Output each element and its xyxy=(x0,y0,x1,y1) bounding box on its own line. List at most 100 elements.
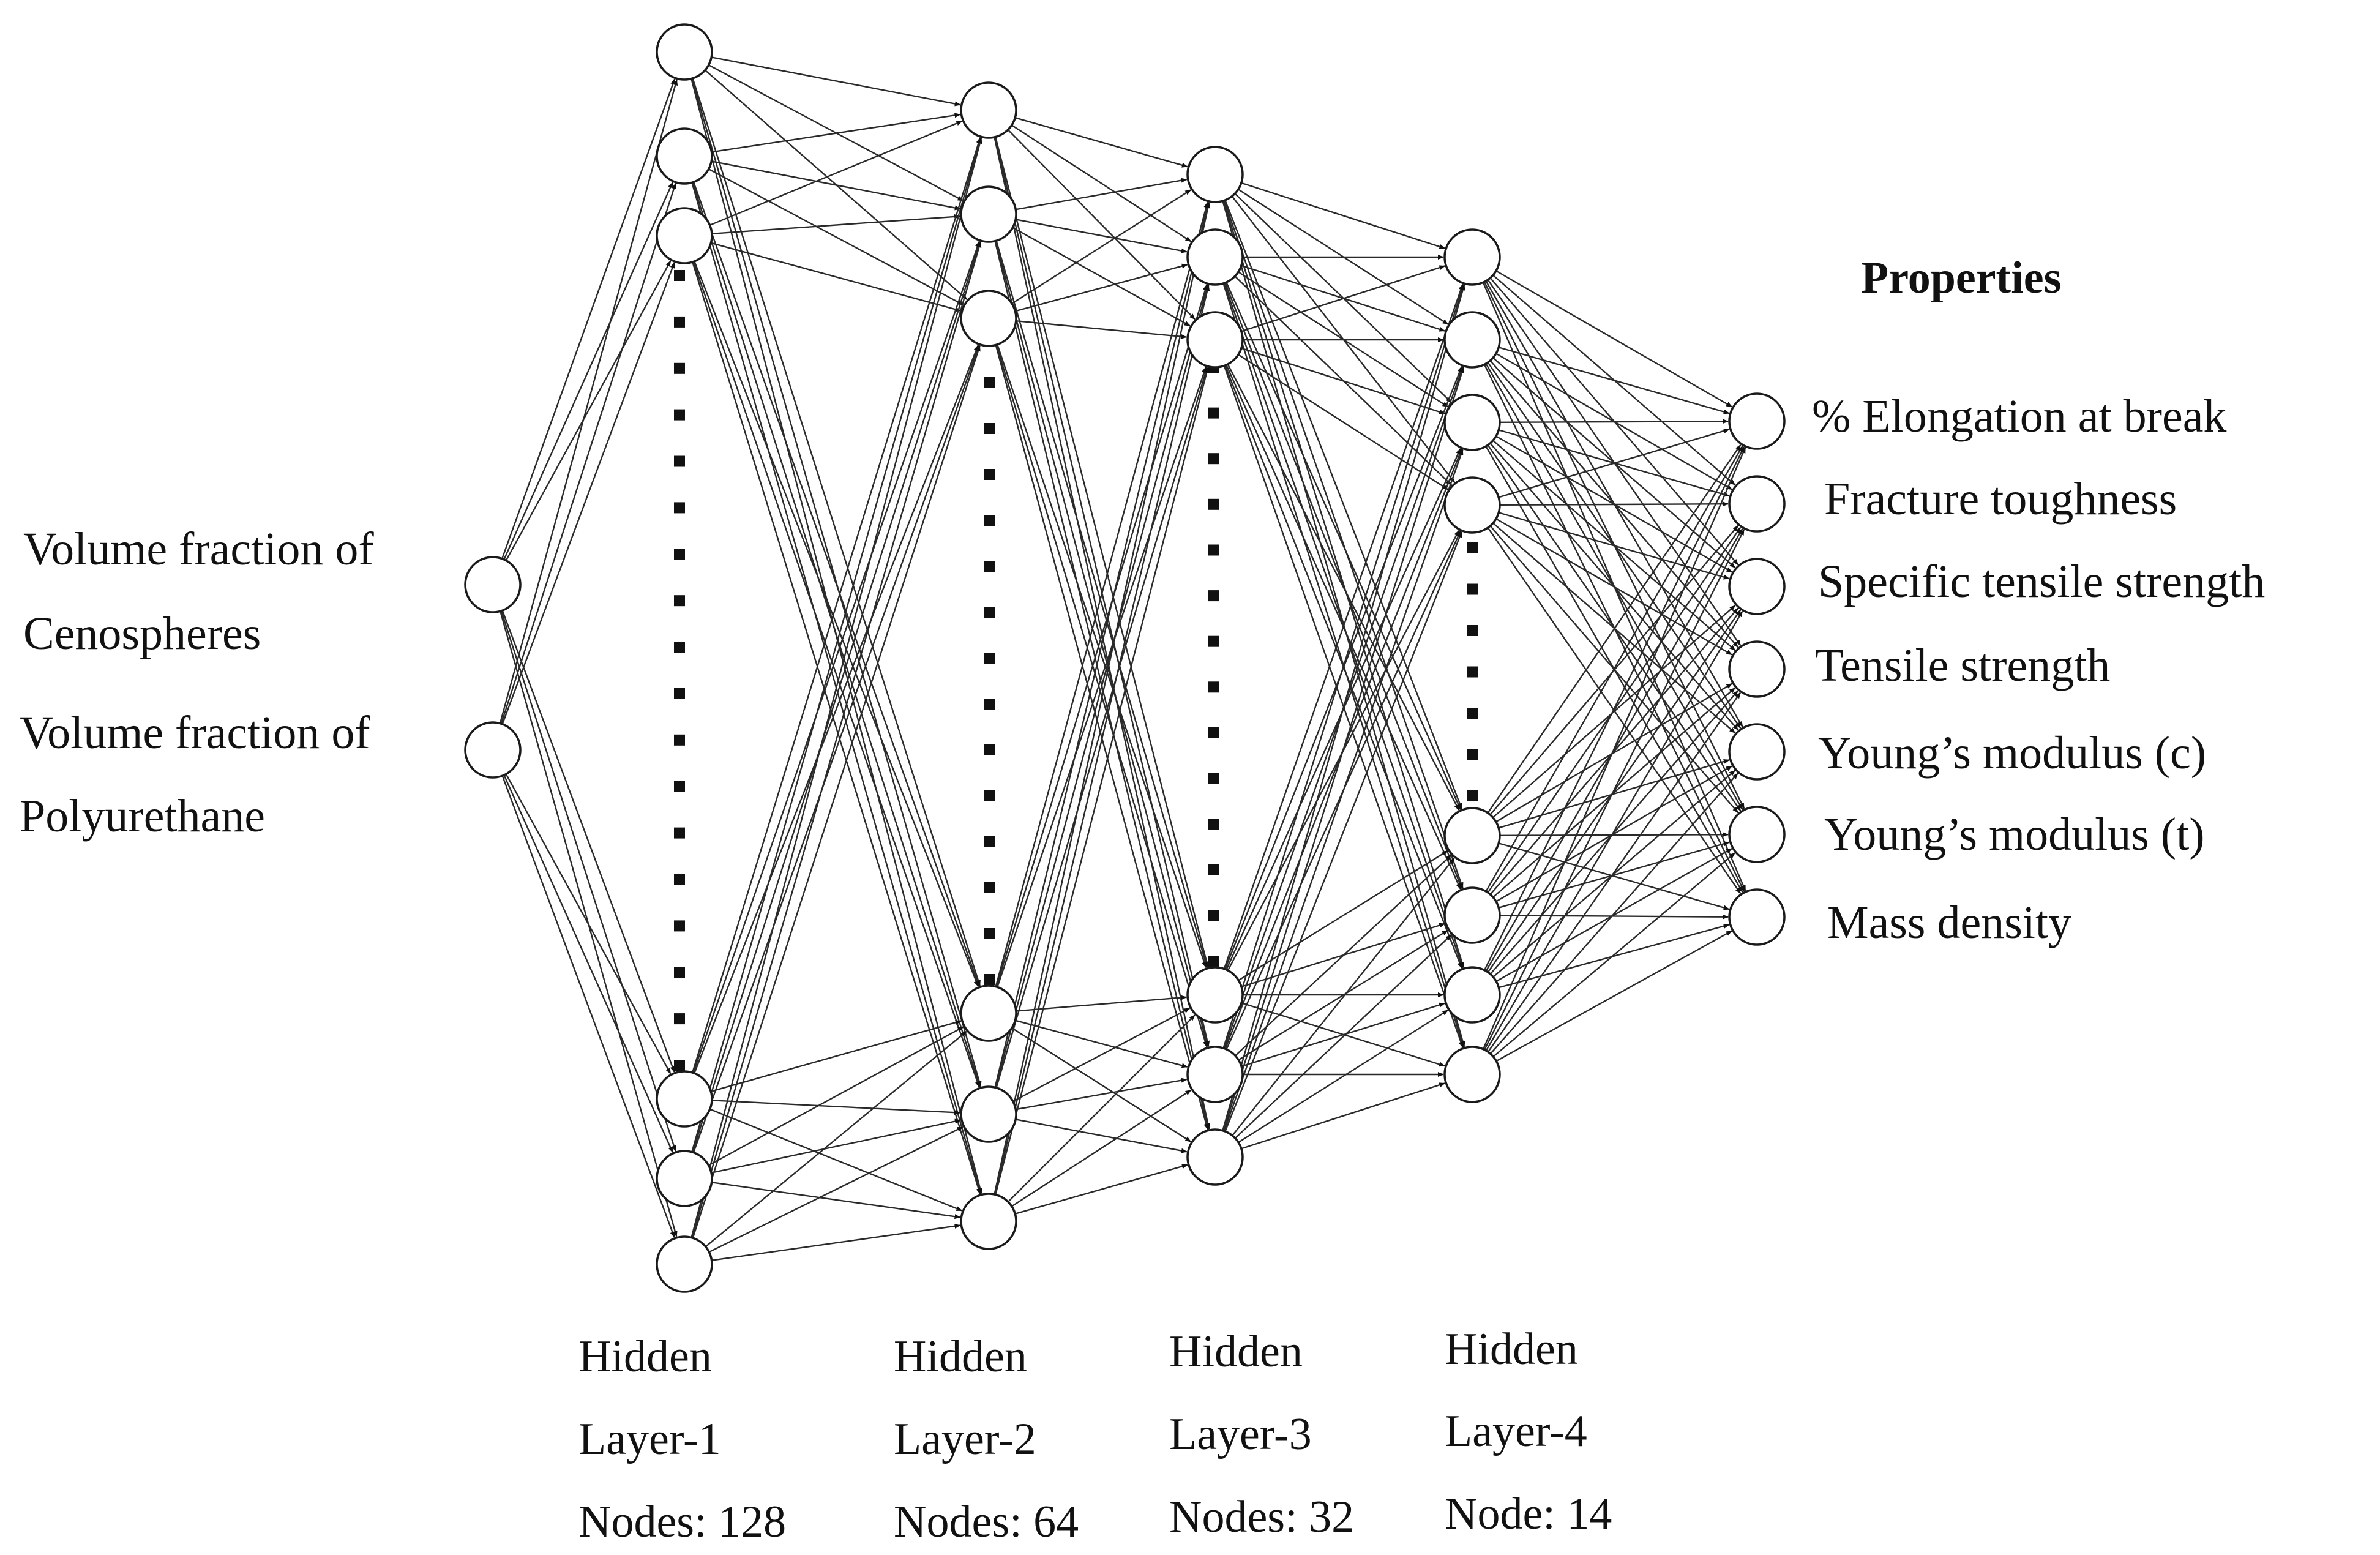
edge-hidden-1-2-to-hidden-2-3 xyxy=(708,168,964,305)
edge-hidden-2-6-to-hidden-3-5 xyxy=(1011,1089,1192,1207)
connection-lines xyxy=(499,56,1746,1261)
edge-hidden-3-3-to-hidden-4-5 xyxy=(1227,364,1460,811)
hidden-2-ellipsis-dot xyxy=(984,515,995,526)
edge-hidden-4-5-to-output-5 xyxy=(1498,759,1730,829)
hidden-4-ellipsis-dot xyxy=(1467,790,1478,801)
input-label-2-line2: Polyurethane xyxy=(20,790,265,842)
hidden-1-ellipsis-dot xyxy=(674,316,685,328)
layer-4-label-line1: Hidden xyxy=(1445,1324,1578,1374)
edge-input-2-to-hidden-1-3 xyxy=(501,262,675,725)
hidden-2-ellipsis-dot xyxy=(984,974,995,985)
edge-hidden-4-3-to-output-1 xyxy=(1499,419,1729,424)
hidden-3-ellipsis-dot xyxy=(1208,910,1219,921)
hidden-1-ellipsis-dot xyxy=(674,595,685,607)
layer-3-label-line1: Hidden xyxy=(1169,1327,1303,1377)
hidden-1-node-6 xyxy=(656,1235,713,1293)
edge-input-1-to-hidden-1-4 xyxy=(501,610,675,1073)
edge-hidden-2-5-to-hidden-3-1 xyxy=(994,201,1210,1088)
hidden-2-node-1 xyxy=(960,81,1017,139)
edge-hidden-2-6-to-hidden-3-2 xyxy=(994,284,1210,1195)
edge-hidden-4-7-to-output-6 xyxy=(1495,848,1732,982)
edge-hidden-3-2-to-hidden-4-5 xyxy=(1226,282,1461,811)
edge-hidden-2-5-to-hidden-3-4 xyxy=(1012,1007,1191,1103)
edge-hidden-4-6-to-output-6 xyxy=(1498,841,1730,909)
hidden-2-ellipsis-dot xyxy=(984,653,995,664)
output-node-3 xyxy=(1728,558,1786,615)
layer-2-label-line3: Nodes: 64 xyxy=(894,1497,1079,1547)
edge-hidden-2-6-to-hidden-3-6 xyxy=(1014,1164,1188,1215)
edge-hidden-1-4-to-hidden-2-2 xyxy=(692,241,980,1073)
layer-1-label-line2: Layer-1 xyxy=(578,1414,721,1464)
hidden-4-node-8 xyxy=(1443,1046,1501,1103)
edge-hidden-2-6-to-hidden-3-1 xyxy=(994,201,1211,1195)
edge-hidden-3-6-to-hidden-4-1 xyxy=(1222,284,1465,1131)
edge-hidden-3-4-to-hidden-4-1 xyxy=(1223,283,1464,969)
edge-hidden-1-3-to-hidden-2-3 xyxy=(711,242,962,312)
hidden-4-ellipsis-dot xyxy=(1467,542,1478,553)
input-node-1 xyxy=(464,556,522,613)
edge-hidden-1-1-to-hidden-2-1 xyxy=(711,56,961,107)
hidden-1-ellipsis-dot xyxy=(674,734,685,746)
hidden-1-node-2 xyxy=(656,127,713,185)
hidden-4-ellipsis-dot xyxy=(1467,708,1478,719)
output-label-elongation: % Elongation at break xyxy=(1812,391,2226,442)
edge-hidden-2-6-to-hidden-3-3 xyxy=(995,367,1209,1195)
edge-hidden-3-6-to-hidden-4-3 xyxy=(1223,449,1464,1131)
network-nodes xyxy=(464,23,1786,1293)
edge-hidden-4-8-to-output-6 xyxy=(1492,852,1735,1057)
hidden-3-node-1 xyxy=(1186,146,1244,203)
hidden-4-node-6 xyxy=(1443,886,1501,944)
edge-hidden-2-4-to-hidden-3-5 xyxy=(1015,1019,1188,1068)
edge-hidden-4-1-to-output-1 xyxy=(1495,270,1733,408)
edge-hidden-3-3-to-hidden-4-1 xyxy=(1241,265,1446,332)
hidden-3-node-4 xyxy=(1186,966,1244,1024)
edge-input-1-to-hidden-1-3 xyxy=(505,260,672,561)
output-label-mass-density: Mass density xyxy=(1827,897,2071,948)
edge-hidden-2-1-to-hidden-3-4 xyxy=(995,137,1209,968)
edge-hidden-1-6-to-hidden-2-3 xyxy=(692,345,981,1238)
edge-hidden-4-4-to-output-1 xyxy=(1498,429,1730,498)
hidden-4-node-1 xyxy=(1443,228,1501,286)
edge-hidden-2-2-to-hidden-3-4 xyxy=(995,240,1208,968)
edge-hidden-2-4-to-hidden-3-3 xyxy=(997,366,1207,987)
edge-hidden-4-8-to-output-3 xyxy=(1485,610,1743,1051)
hidden-3-ellipsis-dot xyxy=(1208,819,1219,830)
hidden-3-ellipsis-dot xyxy=(1208,681,1219,693)
edge-hidden-3-6-to-hidden-4-4 xyxy=(1224,531,1462,1132)
edge-hidden-2-3-to-hidden-3-1 xyxy=(1011,189,1192,304)
hidden-3-ellipsis-dot xyxy=(1208,590,1219,602)
hidden-3-ellipsis-dot xyxy=(1208,773,1219,784)
edge-hidden-3-4-to-hidden-4-5 xyxy=(1238,850,1448,981)
edge-hidden-2-4-to-hidden-3-2 xyxy=(995,284,1208,987)
edge-hidden-2-4-to-hidden-3-1 xyxy=(995,201,1209,987)
edge-hidden-2-3-to-hidden-3-2 xyxy=(1015,263,1188,312)
hidden-4-ellipsis-dot xyxy=(1467,583,1478,595)
edge-hidden-1-6-to-hidden-2-1 xyxy=(690,137,982,1238)
layer-3-label-line3: Nodes: 32 xyxy=(1169,1492,1354,1542)
edge-hidden-1-4-to-hidden-2-3 xyxy=(694,344,979,1074)
edge-hidden-3-6-to-hidden-4-2 xyxy=(1222,366,1465,1131)
edge-hidden-1-3-to-hidden-2-5 xyxy=(692,261,980,1088)
hidden-4-ellipsis-dot xyxy=(1467,666,1478,678)
layer-3-label-line2: Layer-3 xyxy=(1169,1409,1312,1459)
output-label-specific-tensile-strength: Specific tensile strength xyxy=(1818,556,2265,607)
hidden-2-ellipsis-dot xyxy=(984,699,995,710)
edge-hidden-2-3-to-hidden-3-4 xyxy=(997,344,1207,969)
output-label-tensile-strength: Tensile strength xyxy=(1815,640,2110,691)
edge-hidden-2-2-to-hidden-3-1 xyxy=(1016,178,1188,211)
edge-hidden-2-5-to-hidden-3-2 xyxy=(995,284,1209,1088)
edge-hidden-1-5-to-hidden-2-1 xyxy=(691,137,982,1153)
edge-hidden-2-6-to-hidden-3-4 xyxy=(1007,1014,1196,1203)
edge-hidden-2-1-to-hidden-3-1 xyxy=(1014,117,1188,168)
hidden-1-ellipsis-dot xyxy=(674,642,685,653)
edge-hidden-4-6-to-output-7 xyxy=(1499,914,1729,920)
hidden-1-ellipsis-dot xyxy=(674,455,685,467)
hidden-1-ellipsis-dot xyxy=(674,502,685,514)
edge-hidden-4-6-to-output-1 xyxy=(1485,445,1743,892)
hidden-4-node-4 xyxy=(1443,476,1501,534)
hidden-2-ellipsis-dot xyxy=(984,377,995,388)
edge-hidden-1-6-to-hidden-2-6 xyxy=(711,1223,961,1261)
edge-hidden-4-5-to-output-7 xyxy=(1498,842,1730,910)
edge-hidden-2-5-to-hidden-3-3 xyxy=(995,367,1208,1088)
hidden-2-ellipsis-dot xyxy=(984,882,995,893)
